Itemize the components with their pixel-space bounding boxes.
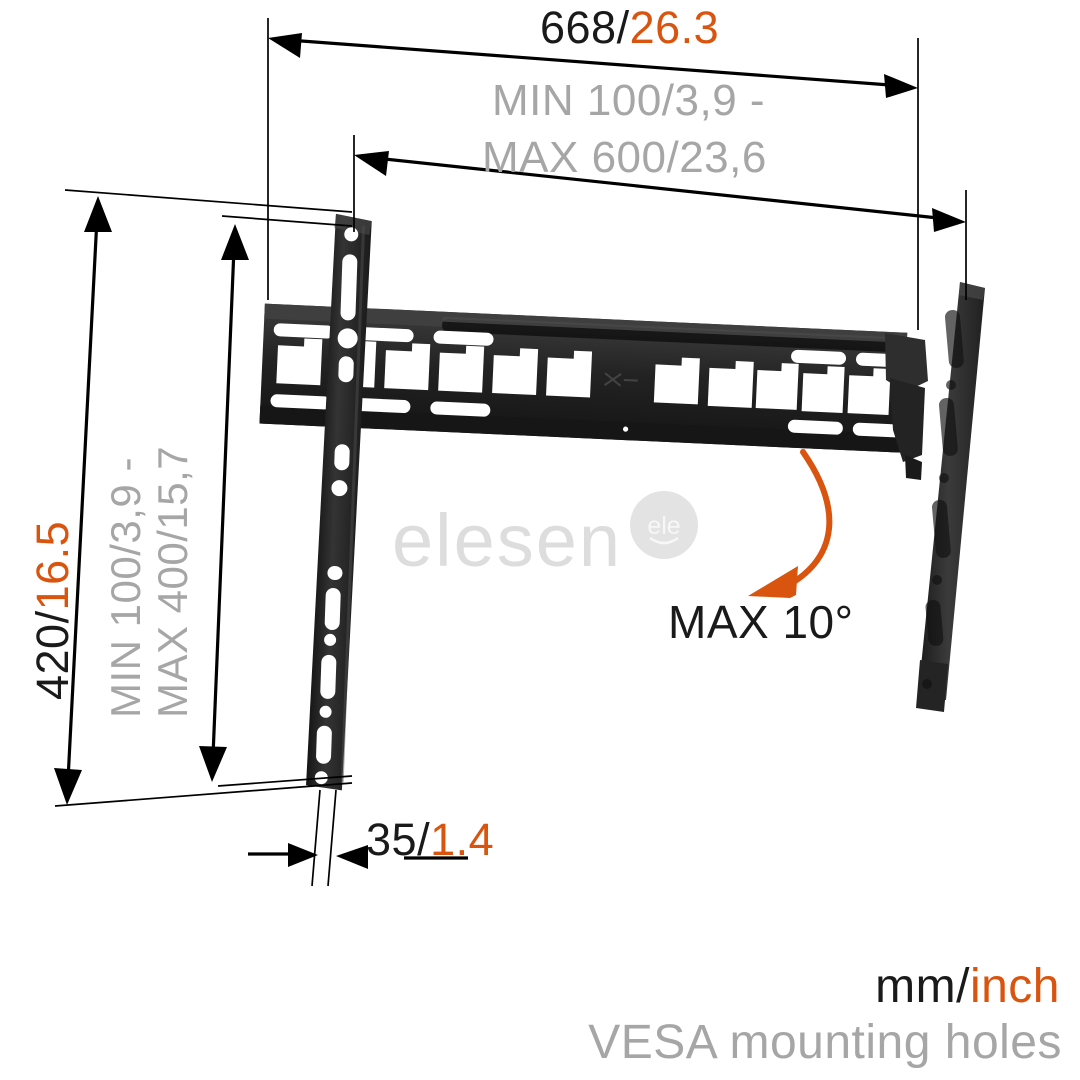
extension-lines — [267, 18, 967, 887]
dimension-depth — [248, 843, 468, 869]
tilt-label: MAX 10° — [668, 596, 854, 648]
label-vesa-vertical-2: MAX 400/15,7 — [149, 446, 196, 718]
plate-brand-etch — [604, 372, 638, 387]
depth-inch: 1.4 — [430, 814, 494, 865]
legend-units-mm: mm — [875, 960, 956, 1013]
svg-text:mm/inch: mm/inch — [875, 960, 1060, 1013]
tilt-arc-arrow — [748, 449, 833, 598]
overall-height-mm: 420 — [27, 623, 78, 700]
depth-sep: / — [417, 814, 430, 865]
svg-text:420/16.5: 420/16.5 — [27, 521, 78, 700]
dimension-vesa-horizontal — [354, 151, 966, 232]
pivot-bracket — [885, 333, 928, 480]
strip-holes — [314, 227, 359, 785]
svg-text:668/26.3: 668/26.3 — [540, 2, 719, 53]
plate-center-hole — [622, 426, 629, 432]
vertical-wall-strip — [306, 213, 372, 791]
plate-bottom-slots — [270, 394, 901, 438]
dimension-overall-height — [54, 189, 353, 807]
legend-units-sep: / — [956, 960, 970, 1013]
watermark-badge-circle — [630, 491, 698, 559]
vesa-horizontal-line2: MAX 600/23,6 — [482, 133, 767, 182]
legend: mm/inch VESA mounting holes — [588, 960, 1062, 1069]
overall-height-sep: / — [27, 610, 78, 623]
label-vesa-horizontal: MIN 100/3,9 - MAX 600/23,6 — [482, 76, 767, 182]
legend-units-inch: inch — [970, 960, 1060, 1013]
overall-width-sep: / — [617, 2, 630, 53]
wall-plate — [259, 303, 908, 453]
watermark-wordmark: elesen — [392, 499, 622, 582]
label-tilt: MAX 10° — [668, 596, 854, 648]
label-vesa-vertical: MIN 100/3,9 - — [102, 457, 149, 718]
overall-width-mm: 668 — [540, 2, 617, 53]
overall-height-inch: 16.5 — [27, 521, 78, 611]
tv-strip-recesses — [922, 310, 964, 689]
label-overall-width: 668/26.3 — [540, 2, 719, 53]
watermark-badge-text: ele — [647, 512, 680, 540]
svg-text:35/1.4: 35/1.4 — [366, 814, 494, 865]
depth-mm: 35 — [366, 814, 417, 865]
overall-width-inch: 26.3 — [630, 2, 720, 53]
watermark: elesen ele — [392, 491, 698, 582]
label-overall-height: 420/16.5 — [27, 521, 78, 700]
legend-vesa-note: VESA mounting holes — [588, 1016, 1062, 1069]
vesa-vertical-line1: MIN 100/3,9 - — [102, 457, 149, 718]
vesa-vertical-line2: MAX 400/15,7 — [149, 446, 196, 718]
dimension-overall-width — [268, 33, 918, 98]
dimension-vesa-vertical — [199, 215, 353, 787]
label-depth: 35/1.4 — [366, 814, 494, 865]
vesa-horizontal-line1: MIN 100/3,9 - — [492, 76, 765, 125]
watermark-badge-smile — [649, 536, 679, 545]
